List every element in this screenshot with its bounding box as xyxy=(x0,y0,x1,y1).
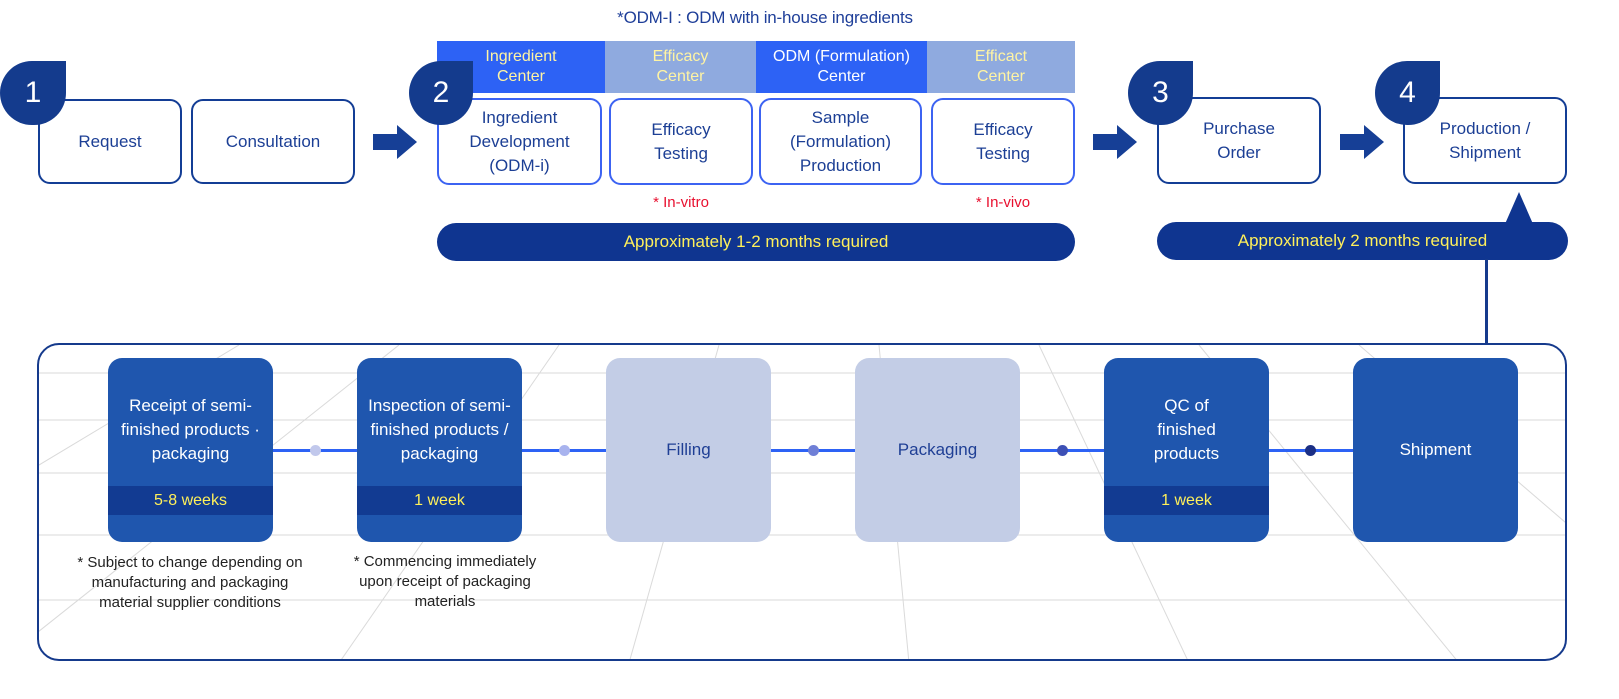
ingredient-center-label: Ingredient Center xyxy=(485,48,557,85)
efficacy-testing-box-1: Efficacy Testing xyxy=(609,98,753,185)
shipment-card: Shipment xyxy=(1353,358,1518,542)
filling-title: Filling xyxy=(666,440,711,459)
pointer-up-icon xyxy=(1505,192,1533,229)
step-2-badge: 2 xyxy=(409,61,473,125)
step-2-number: 2 xyxy=(432,76,450,109)
step-3-badge: 3 xyxy=(1128,61,1193,125)
process-line xyxy=(260,449,1390,452)
efficact-center-header: Efficact Center xyxy=(927,41,1075,93)
request-label: Request xyxy=(78,131,142,151)
arrow-right-icon xyxy=(373,125,417,159)
step-4-duration: Approximately 2 months required xyxy=(1237,231,1488,250)
in-vivo-note: * In-vivo xyxy=(975,194,1031,211)
process-dot xyxy=(310,445,321,456)
packaging-title: Packaging xyxy=(897,440,978,459)
connector-line xyxy=(1485,259,1488,345)
odm-center-header: ODM (Formulation) Center xyxy=(756,41,927,93)
ingredient-development-label: Ingredient Development (ODM-i) xyxy=(469,107,570,175)
in-vitro-note: * In-vitro xyxy=(653,194,709,211)
shipment-title: Shipment xyxy=(1399,440,1472,459)
process-dot xyxy=(559,445,570,456)
process-dot xyxy=(1057,445,1068,456)
consultation-label: Consultation xyxy=(225,131,321,151)
packaging-card: Packaging xyxy=(855,358,1020,542)
inspection-title: Inspection of semi-finished products / p… xyxy=(368,396,511,463)
qc-duration: 1 week xyxy=(1104,486,1269,515)
step-3-number: 3 xyxy=(1152,76,1169,109)
step-4-badge: 4 xyxy=(1375,61,1440,125)
sample-production-label: Sample (Formulation) Production xyxy=(789,107,892,175)
receipt-card: Receipt of semi-finished products · pack… xyxy=(108,358,273,542)
production-shipment-label: Production / Shipment xyxy=(1439,118,1531,162)
step-1-badge: 1 xyxy=(0,61,66,125)
inspection-duration: 1 week xyxy=(357,486,522,515)
arrow-right-icon xyxy=(1093,125,1137,159)
efficacy-testing-box-2: Efficacy Testing xyxy=(931,98,1075,185)
inspection-footnote: * Commencing immediately upon receipt of… xyxy=(353,553,537,610)
qc-title: QC of finished products xyxy=(1153,396,1220,463)
efficacy-center-header: Efficacy Center xyxy=(605,41,756,93)
efficacy-testing-label-1: Efficacy Testing xyxy=(651,119,711,163)
odm-center-label: ODM (Formulation) Center xyxy=(773,48,910,85)
sample-production-box: Sample (Formulation) Production xyxy=(759,98,922,185)
step-4-number: 4 xyxy=(1399,76,1416,109)
process-dot xyxy=(808,445,819,456)
receipt-footnote: * Subject to change depending on manufac… xyxy=(77,554,303,611)
step-1-number: 1 xyxy=(24,76,42,109)
efficacy-center-label: Efficacy Center xyxy=(652,48,709,85)
efficacy-testing-label-2: Efficacy Testing xyxy=(973,119,1033,163)
consultation-box: Consultation xyxy=(191,99,355,184)
purchase-order-label: Purchase Order xyxy=(1203,118,1275,162)
inspection-card: Inspection of semi-finished products / p… xyxy=(357,358,522,542)
efficact-center-label: Efficact Center xyxy=(974,48,1028,85)
filling-card: Filling xyxy=(606,358,771,542)
odm-i-note: *ODM-I : ODM with in-house ingredients xyxy=(617,8,913,27)
arrow-right-icon xyxy=(1340,125,1384,159)
qc-card: QC of finished products 1 week xyxy=(1104,358,1269,542)
step-4-duration-pill: Approximately 2 months required xyxy=(1157,222,1568,260)
step-2-duration: Approximately 1-2 months required xyxy=(623,232,889,251)
process-dot xyxy=(1305,445,1316,456)
receipt-title: Receipt of semi-finished products · pack… xyxy=(121,396,260,463)
receipt-duration: 5-8 weeks xyxy=(108,486,273,515)
step-2-duration-pill: Approximately 1-2 months required xyxy=(437,223,1075,261)
request-box: Request xyxy=(38,99,182,184)
